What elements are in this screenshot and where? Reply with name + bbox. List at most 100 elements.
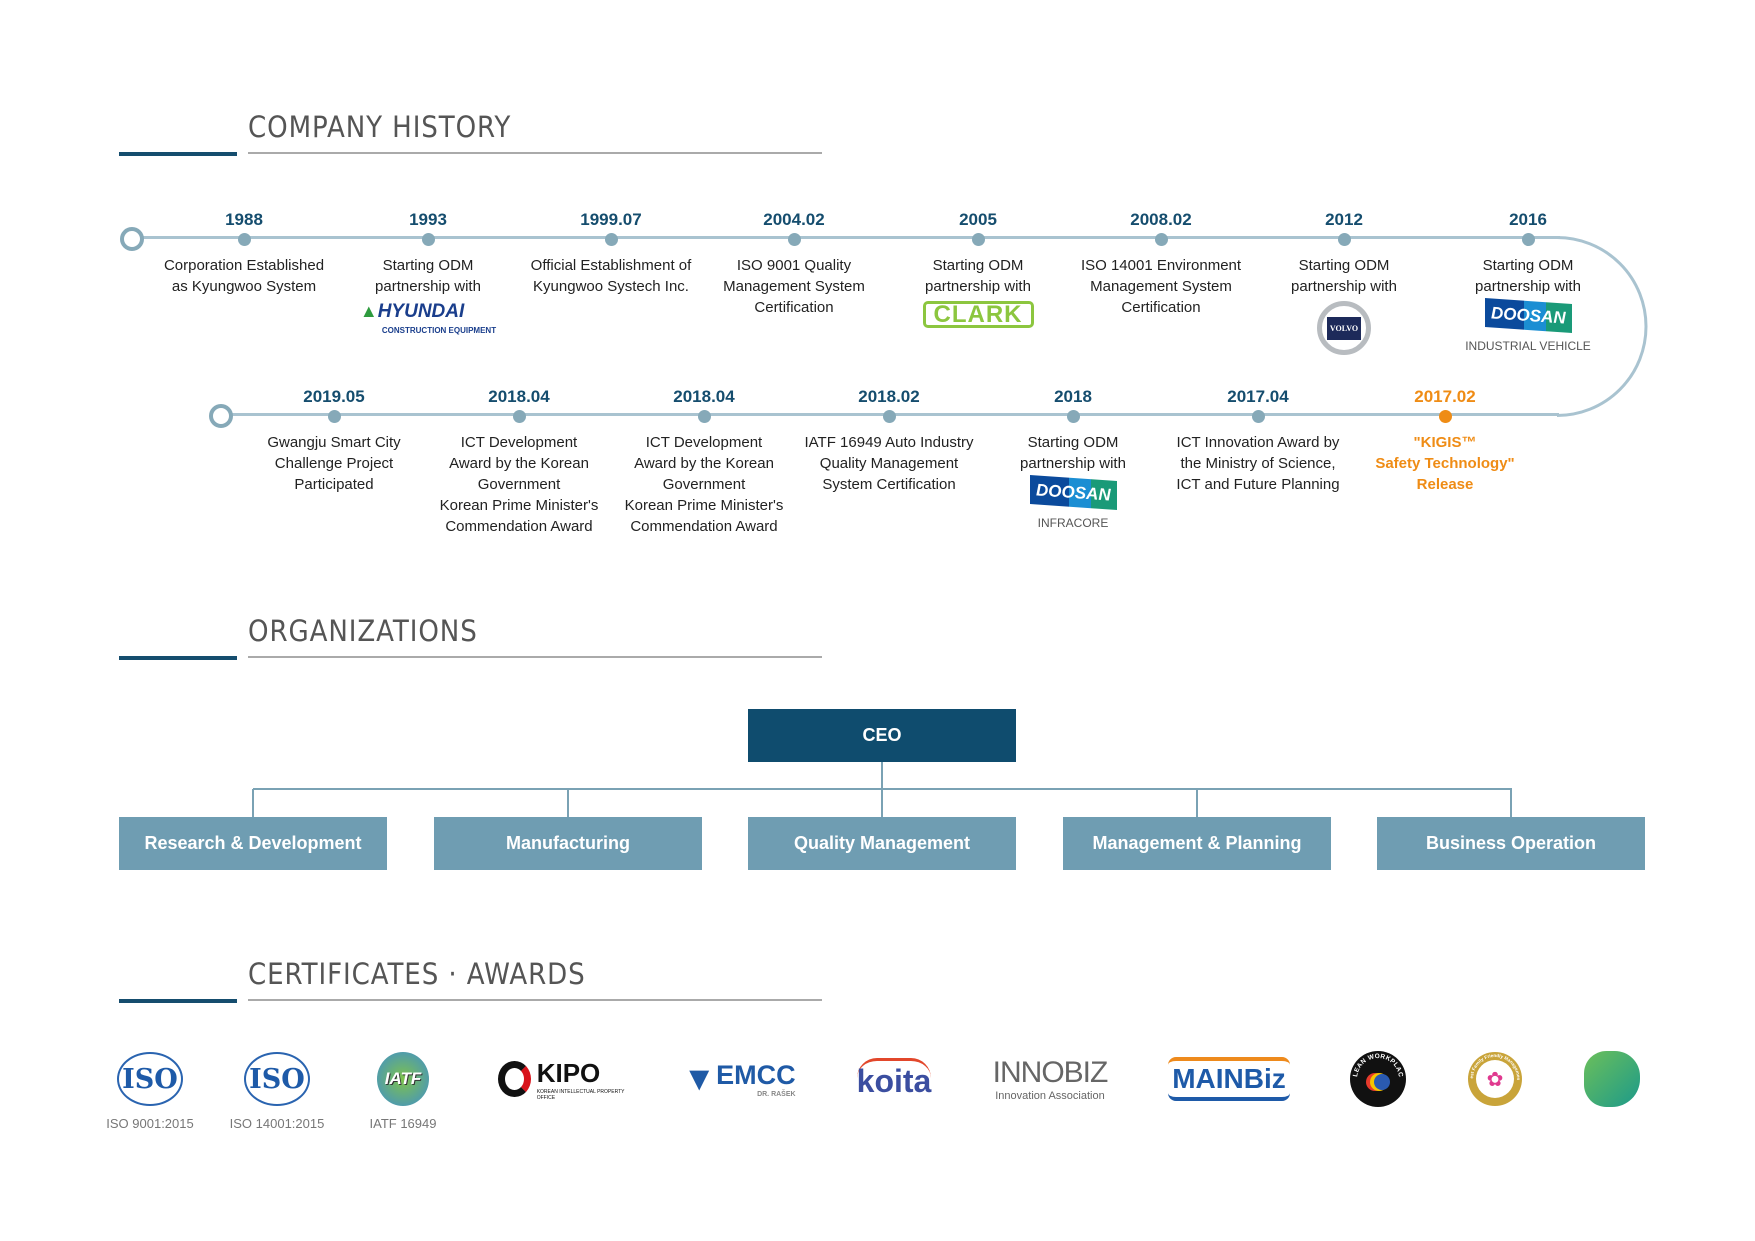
timeline-description: Official Establishment of Kyungwoo Systec…	[521, 255, 701, 297]
org-connector	[1196, 789, 1198, 817]
description-line: Kyungwoo Systech Inc.	[533, 278, 689, 295]
timeline-dot	[1439, 410, 1452, 423]
description-line: Management System	[723, 278, 865, 295]
ceo-box[interactable]: CEO	[748, 709, 1016, 762]
description-line: Challenge Project	[274, 455, 394, 472]
description-line: Starting ODM	[382, 257, 474, 274]
description-line: Starting ODM	[1482, 257, 1574, 274]
company-history-title: COMPANY HISTORY	[248, 110, 512, 144]
timeline-start-ring	[209, 404, 233, 428]
description-line: ICT and Future Planning	[1176, 476, 1340, 493]
timeline-year: 2008.02	[1130, 210, 1192, 229]
timeline-dot	[605, 233, 618, 246]
description-line: ICT Development	[460, 434, 578, 451]
timeline-dot	[1338, 233, 1351, 246]
description-line: "KIGIS™	[1413, 434, 1477, 451]
green-company-logo	[1547, 1050, 1677, 1108]
description-line: partnership with	[1475, 278, 1581, 295]
description-line: Corporation Established	[163, 257, 325, 274]
title-accent-bar	[119, 999, 237, 1003]
description-line: Starting ODM	[932, 257, 1024, 274]
timeline-dot	[883, 410, 896, 423]
department-box[interactable]: Research & Development	[119, 817, 387, 870]
description-line: as Kyungwoo System	[171, 278, 317, 295]
description-line: Government	[662, 476, 746, 493]
iatf-logo: IATF	[338, 1050, 468, 1108]
description-line: Commendation Award	[630, 518, 778, 535]
description-line: Gwangju Smart City	[267, 434, 401, 451]
iso-logo: ISO	[85, 1050, 215, 1108]
department-box[interactable]: Business Operation	[1377, 817, 1645, 870]
timeline-description: "KIGIS™ Safety Technology" Release	[1355, 432, 1535, 495]
description-line: IATF 16949 Auto Industry	[804, 434, 974, 451]
description-line: partnership with	[1020, 455, 1126, 472]
description-line: ICT Development	[645, 434, 763, 451]
certificate-label: IATF 16949	[369, 1116, 437, 1131]
iso-logo: ISO	[212, 1050, 342, 1108]
timeline-year: 2016	[1509, 210, 1547, 229]
timeline-year: 2017.02	[1414, 387, 1476, 406]
family-friendly-seal: ✿ Best Family Friendly Management	[1466, 1050, 1522, 1106]
timeline-start-ring	[120, 227, 144, 251]
org-connector	[881, 762, 883, 789]
timeline-line-top	[130, 236, 1560, 239]
description-line: Korean Prime Minister's	[624, 497, 784, 514]
description-line: ISO 14001 Environment	[1080, 257, 1242, 274]
timeline-dot	[1522, 233, 1535, 246]
certificate-label: ISO 14001:2015	[229, 1116, 325, 1131]
family-friendly-logo: ✿ Best Family Friendly Management	[1430, 1050, 1560, 1108]
description-line: Quality Management	[819, 455, 959, 472]
department-box[interactable]: Quality Management	[748, 817, 1016, 870]
timeline-year: 2018.04	[673, 387, 735, 406]
timeline-dot	[513, 410, 526, 423]
certificate-iso: ISO ISO 14001:2015	[212, 1050, 342, 1131]
timeline-dot	[328, 410, 341, 423]
clean-workplace-logo: CLEAN WORKPLACE	[1313, 1050, 1443, 1108]
department-box[interactable]: Manufacturing	[434, 817, 702, 870]
description-line: Participated	[294, 476, 374, 493]
timeline-dot	[788, 233, 801, 246]
timeline-year: 2005	[959, 210, 997, 229]
certificate-label: ISO 9001:2015	[106, 1116, 194, 1131]
title-divider	[248, 999, 822, 1001]
timeline-year: 1999.07	[580, 210, 642, 229]
svg-text:✿: ✿	[1487, 1069, 1504, 1091]
mainbiz-logo: MAINBiz	[1164, 1050, 1294, 1108]
timeline-curve	[1556, 236, 1648, 417]
timeline-year: 1988	[225, 210, 263, 229]
org-connector	[881, 789, 883, 817]
timeline-description: Corporation Established as Kyungwoo Syste…	[154, 255, 334, 297]
volvo-logo: VOLVO	[1254, 301, 1434, 355]
certificate-clean-workplace: CLEAN WORKPLACE	[1313, 1050, 1443, 1108]
timeline-year: 2004.02	[763, 210, 825, 229]
description-line: Safety Technology"	[1375, 455, 1515, 472]
department-box[interactable]: Management & Planning	[1063, 817, 1331, 870]
description-line: Korean Prime Minister's	[439, 497, 599, 514]
timeline-dot	[238, 233, 251, 246]
description-line: Official Establishment of	[530, 257, 692, 274]
koita-logo: koita	[829, 1050, 959, 1108]
description-line: Starting ODM	[1298, 257, 1390, 274]
timeline-year: 2018	[1054, 387, 1092, 406]
timeline-year: 2012	[1325, 210, 1363, 229]
timeline-dot	[1067, 410, 1080, 423]
description-line: Starting ODM	[1027, 434, 1119, 451]
certificate-family-friendly: ✿ Best Family Friendly Management	[1430, 1050, 1560, 1108]
organizations-title: ORGANIZATIONS	[248, 614, 478, 648]
description-line: Release	[1416, 476, 1474, 493]
certificates-title: CERTIFICATES · AWARDS	[248, 957, 586, 991]
